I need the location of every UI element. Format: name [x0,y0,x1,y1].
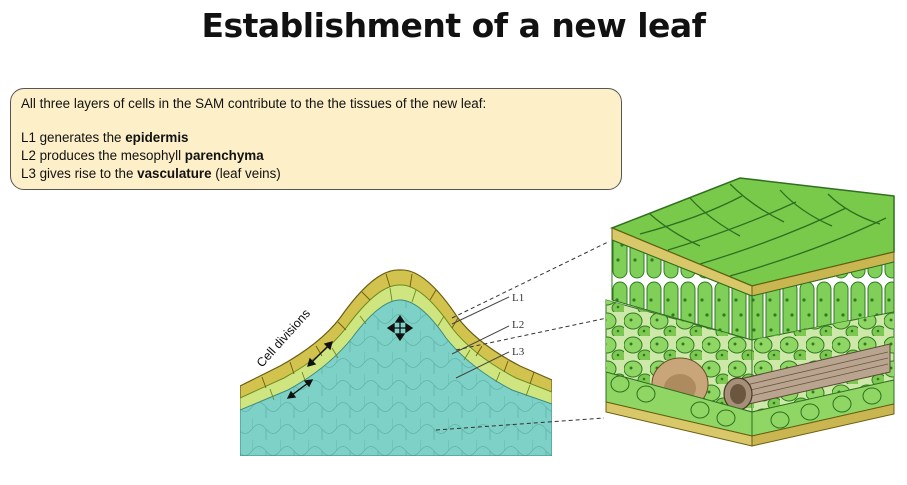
leaf-cross-section [605,177,895,447]
info-item-l3-suffix: (leaf veins) [211,166,281,181]
info-item-l2-prefix: L2 produces the mesophyll [21,148,185,163]
slide-title: Establishment of a new leaf [201,6,706,45]
mapping-dashed-lines [435,241,609,431]
info-item-l1-term: epidermis [125,130,189,145]
cell-division-arrows [286,314,414,399]
label-l3: L3 [512,346,525,358]
info-item-l1-prefix: L1 generates the [21,130,126,145]
info-item-l2: L2 produces the mesophyll parenchyma [21,147,611,165]
sam-diagram [240,269,552,456]
info-intro: All three layers of cells in the SAM con… [21,96,487,111]
info-item-l3-prefix: L3 gives rise to the [21,166,138,181]
label-l1: L1 [512,292,524,304]
info-item-l3: L3 gives rise to the vasculature (leaf v… [21,165,611,183]
info-box: All three layers of cells in the SAM con… [10,88,622,190]
layer-leader-lines [451,296,510,379]
info-item-l1: L1 generates the epidermis [21,129,611,147]
info-item-l2-term: parenchyma [184,148,264,163]
label-l2: L2 [512,319,524,331]
info-item-l3-term: vasculature [137,166,212,181]
